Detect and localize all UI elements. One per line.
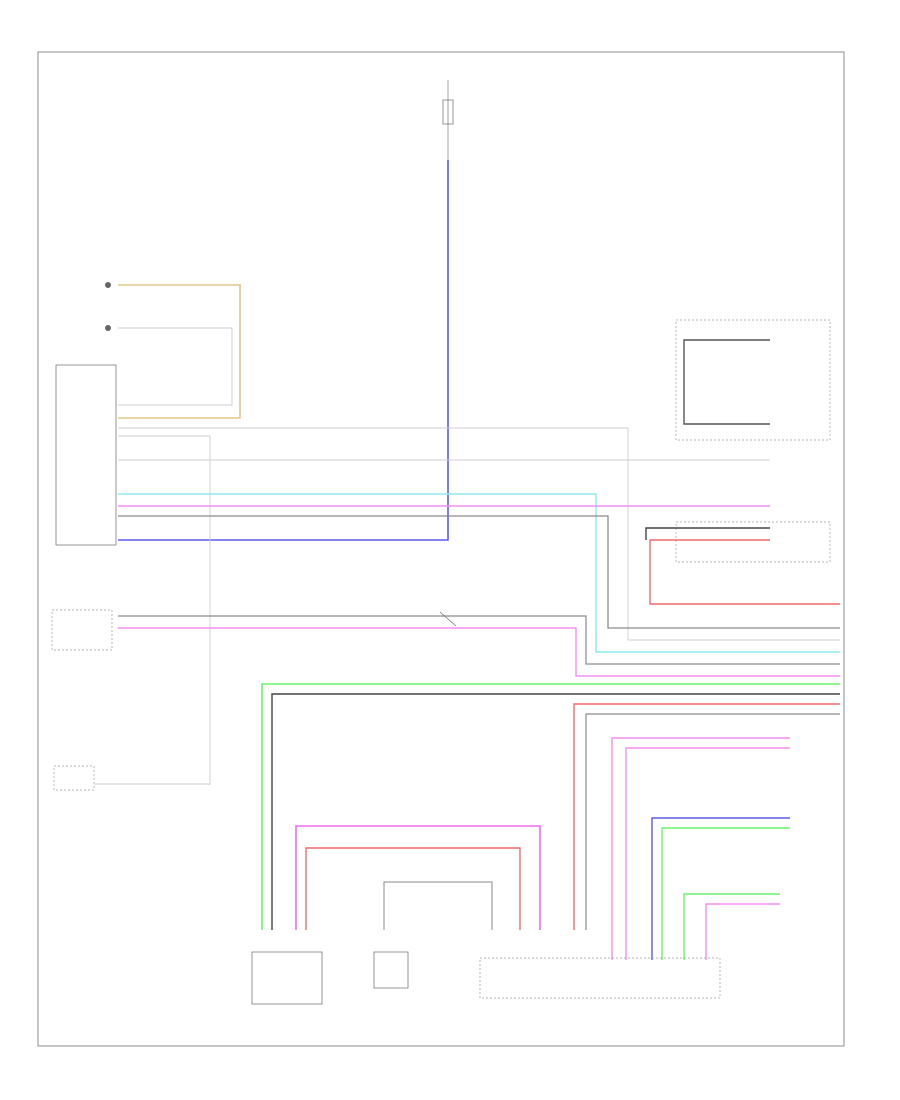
lower-wire-bundle bbox=[261, 683, 840, 930]
fuse-top-component bbox=[442, 80, 454, 160]
bottom-connector-group-component bbox=[479, 957, 721, 999]
bottom-connector-1-component bbox=[251, 951, 323, 1005]
bottom-left-switch-component bbox=[53, 765, 210, 791]
right-module-component bbox=[645, 319, 840, 605]
right-lower-connector-component bbox=[611, 737, 790, 960]
diagram-frame bbox=[37, 51, 845, 1047]
mid-left-connector-component bbox=[51, 609, 840, 677]
left-connector-component bbox=[55, 282, 241, 546]
bottom-connector-2-component bbox=[373, 951, 409, 989]
wire-blue-main bbox=[118, 160, 449, 541]
horizontal-wire-bundle bbox=[118, 427, 840, 785]
